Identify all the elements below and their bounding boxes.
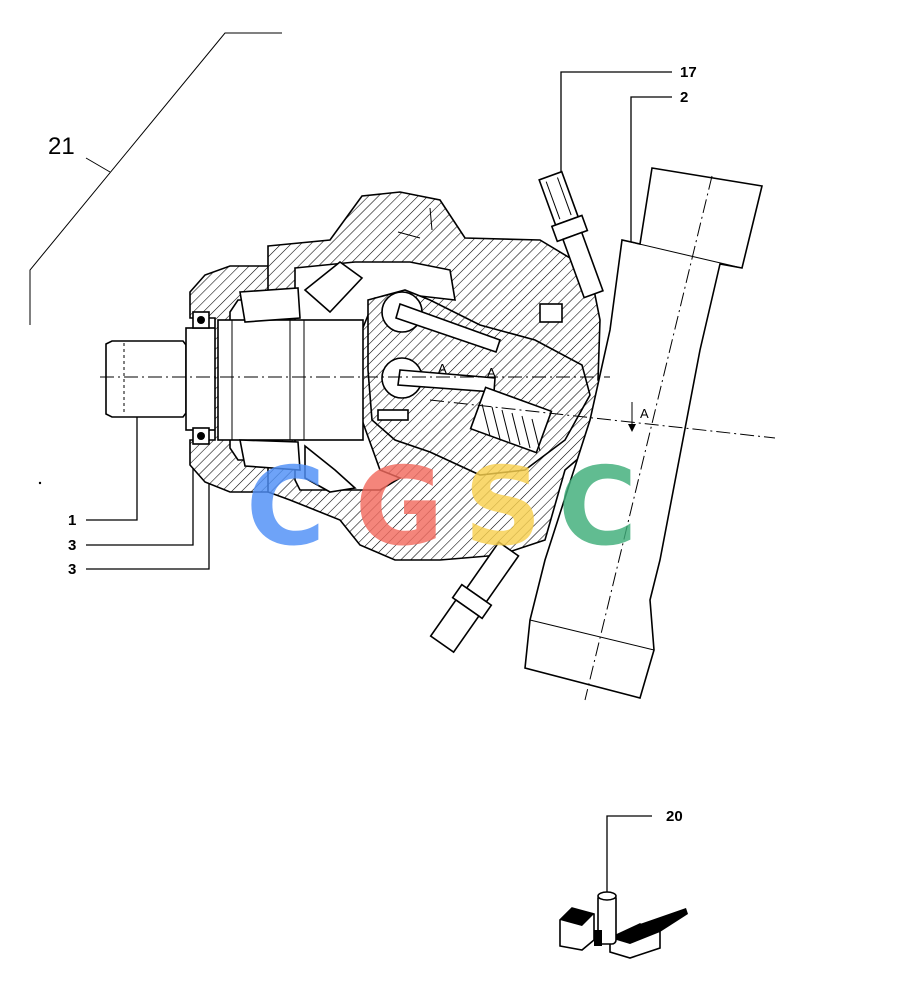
watermark-letter-4: C — [558, 445, 637, 570]
bolt-17-socket-left — [545, 181, 561, 220]
callout-20: 20 — [606, 808, 683, 892]
centre-spring — [469, 386, 553, 454]
leader-17 — [560, 71, 672, 195]
pin-block-right-tail — [640, 908, 688, 932]
cover-lower-break — [529, 619, 655, 651]
bolt-17-shank — [561, 231, 604, 299]
seal-upper-core — [197, 316, 205, 324]
housing-detail-lines — [397, 207, 433, 239]
callout-3-upper: 3 — [68, 440, 194, 554]
bearing-front-lower — [239, 439, 301, 471]
cover-upper-break — [621, 239, 743, 269]
bolt-lower-head — [429, 598, 480, 654]
callout-3-lower-label: 3 — [68, 561, 76, 578]
callout-1-label: 1 — [68, 512, 76, 529]
watermark-letter-2: G — [355, 445, 444, 570]
callout-20-label: 20 — [666, 808, 683, 825]
pump-assembly — [100, 167, 776, 701]
watermark-letter-3: S — [464, 445, 542, 570]
port-end-cover — [524, 167, 763, 699]
spring-coils — [481, 403, 541, 452]
bolt-lower — [429, 541, 520, 654]
callout-17-label: 17 — [680, 64, 697, 81]
callout-3-lower: 3 — [68, 448, 210, 578]
watermark-letter-1: C — [246, 445, 325, 570]
section-mark-a-3: A — [640, 406, 649, 421]
pin-block-right-top — [610, 924, 660, 944]
section-mark-a-2: A — [487, 365, 496, 380]
stray-mark — [38, 481, 42, 485]
port-centreline — [429, 399, 776, 439]
piston-upper — [395, 302, 502, 354]
housing-slot — [539, 303, 563, 323]
leader-21 — [29, 32, 282, 325]
callout-21-label: 21 — [48, 133, 75, 160]
cover-centreline — [584, 175, 713, 701]
leader-3-upper — [86, 440, 194, 546]
leader-1 — [86, 413, 138, 521]
dowel-pin-top — [597, 891, 617, 901]
callout-3-upper-label: 3 — [68, 537, 76, 554]
dowel-pin-20 — [559, 891, 688, 959]
bearing-front-upper — [239, 287, 301, 323]
callout-1: 1 — [68, 413, 138, 529]
leader-2 — [630, 96, 672, 270]
drive-shaft-end — [105, 340, 187, 418]
shaft-collar — [185, 327, 219, 431]
leader-20 — [606, 815, 652, 892]
bearing-rear-upper — [303, 260, 364, 314]
bearing-rear-lower — [304, 444, 357, 493]
bolt-17-socket-right — [556, 177, 572, 216]
watermark: C G S C — [246, 445, 637, 570]
pin-base-left — [594, 930, 602, 946]
seal-lower-core — [197, 432, 205, 440]
section-arrow-head — [628, 424, 636, 432]
leader-21-tick — [85, 157, 111, 173]
callout-2-label: 2 — [680, 89, 688, 106]
bolt-17 — [538, 170, 604, 299]
set-screw — [377, 409, 409, 421]
callout-21: 21 — [29, 32, 282, 325]
callout-17: 17 — [560, 64, 697, 195]
pin-block-left-top — [560, 908, 594, 926]
leader-3-lower — [86, 448, 210, 570]
section-mark-a-1: A — [438, 361, 447, 376]
callout-2: 2 — [630, 89, 688, 270]
